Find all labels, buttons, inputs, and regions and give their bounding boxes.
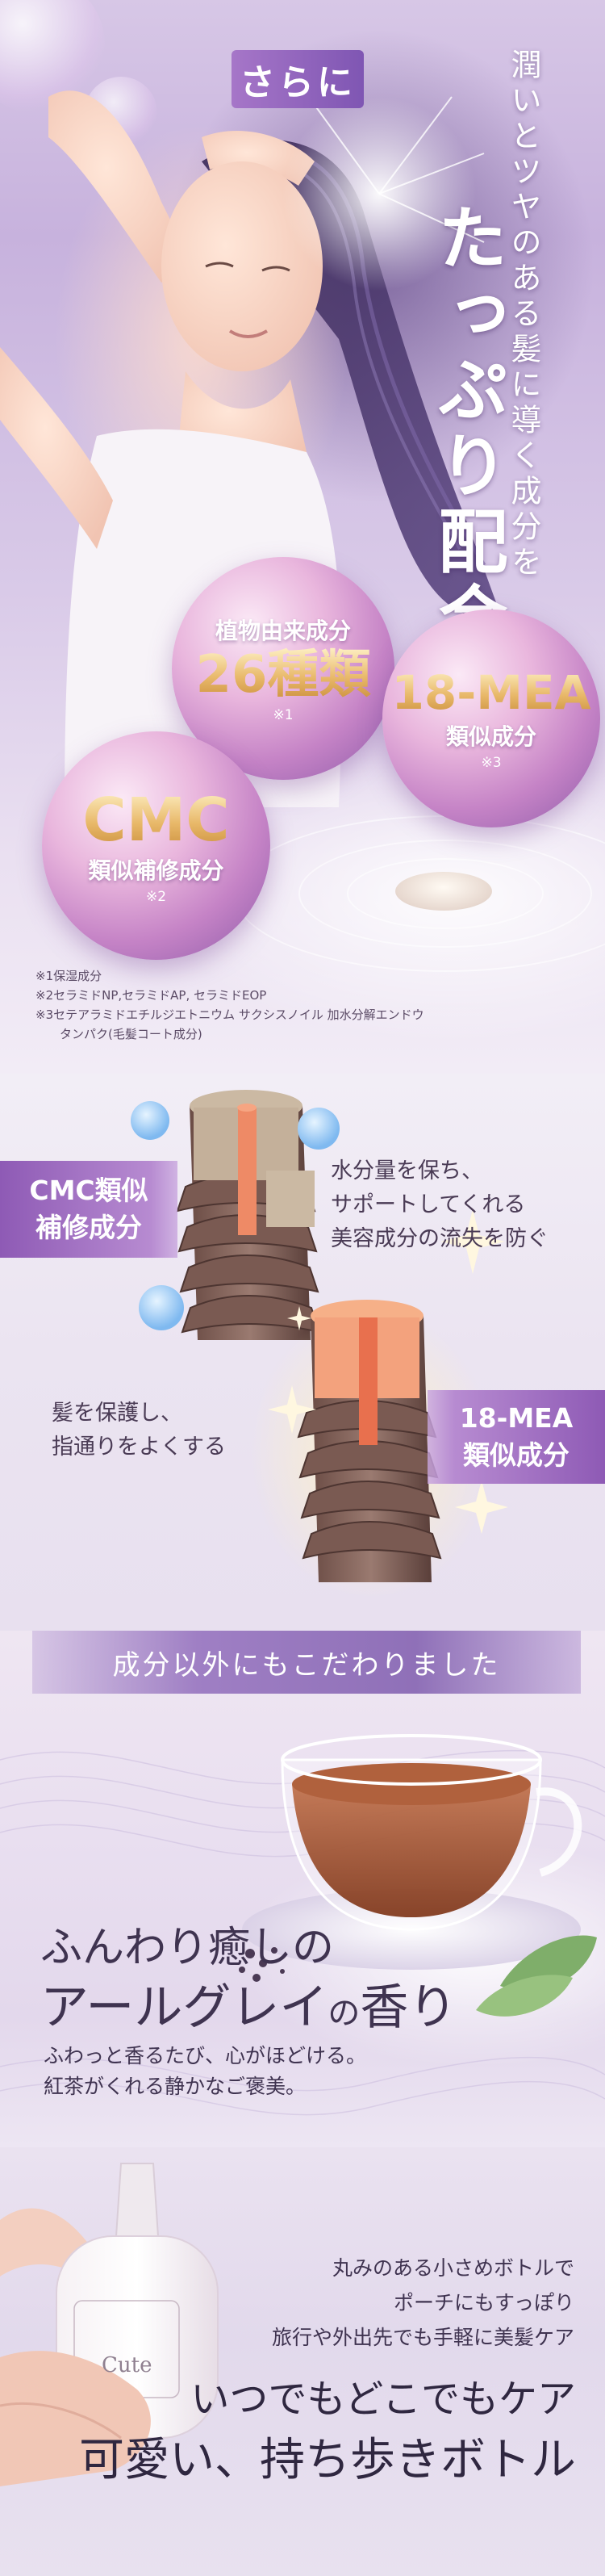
bottle-description: 丸みのある小さめボトルで ポーチにもすっぽり 旅行や外出先でも手軽に美髪ケア xyxy=(272,2251,574,2355)
cmc-description: 水分量を保ち、 サポートしてくれる 美容成分の流失を防ぐ xyxy=(331,1154,549,1256)
tea-body: ふわっと香るたび、心がほどける。 紅茶がくれる静かなご褒美。 xyxy=(44,2041,366,2102)
tag-line: 類似成分 xyxy=(463,1439,570,1471)
section-banner: 成分以外にもこだわりました xyxy=(32,1631,581,1694)
tea-cup-illustration xyxy=(239,1734,597,2017)
milk-splash xyxy=(395,872,492,911)
sarani-badge: さらに xyxy=(232,50,364,108)
body-line: 紅茶がくれる静かなご褒美。 xyxy=(44,2075,307,2098)
title-particle: の xyxy=(328,1995,361,2032)
bottle-section: Cute 丸みのある小さめボトルで ポーチにもすっぽり 旅行や外出先でも手軽に美… xyxy=(0,2147,605,2576)
mea-tag: 18-MEA 類似成分 xyxy=(428,1390,605,1484)
footnote: ※2セラミドNP,セラミドAP, セラミドEOP xyxy=(35,988,267,1003)
tea-title-line-2: アールグレイの香り xyxy=(40,1968,457,2038)
bottle-hand-illustration xyxy=(0,2163,219,2486)
ball-note: ※2 xyxy=(145,888,167,905)
ball-title: 18-MEA xyxy=(391,665,591,720)
hero-headline: たっぷり配合 xyxy=(426,202,507,657)
water-ripple xyxy=(298,840,592,948)
desc-line: 丸みのある小さめボトルで xyxy=(332,2256,574,2280)
plant-ingredients-ball: 植物由来成分 26種類 ※1 xyxy=(172,557,394,780)
hair-cross-section-illustration xyxy=(131,1090,508,1598)
water-ripple xyxy=(347,858,544,929)
title-part: アールグレイ xyxy=(40,1979,328,2036)
ball-label: 類似成分 xyxy=(445,723,536,750)
ball-title: CMC xyxy=(82,785,230,855)
body-line: ふわっと香るたび、心がほどける。 xyxy=(44,2044,367,2067)
cmc-tag: CMC類似 補修成分 xyxy=(0,1161,177,1258)
ball-count: 26種類 xyxy=(195,645,371,705)
vertical-tagline: 潤いとツヤのある髪に導く成分を xyxy=(506,48,541,581)
footnotes: ※1保湿成分 ※2セラミドNP,セラミドAP, セラミドEOP ※3セテアラミド… xyxy=(35,966,424,1044)
tag-line: CMC類似 xyxy=(29,1175,148,1206)
hero-section: さらに 潤いとツヤのある髪に導く成分を たっぷり配合 植物由来成分 26種類 ※… xyxy=(0,0,605,1074)
mea-description: 髪を保護し、 指通りをよくする xyxy=(52,1397,226,1464)
desc-line: サポートしてくれる xyxy=(331,1192,526,1217)
desc-line: 水分量を保ち、 xyxy=(331,1158,483,1183)
footnote: ※1保湿成分 xyxy=(35,969,102,983)
ball-label: 植物由来成分 xyxy=(215,618,351,644)
bottle-title-line-2: 可愛い、持ち歩きボトル xyxy=(79,2434,576,2486)
mea-ball: 18-MEA 類似成分 ※3 xyxy=(382,609,600,827)
tea-fragrance-section: 成分以外にもこだわりました ふんわり癒しの アールグレイの香り ふわっと香るたび… xyxy=(0,1631,605,2147)
desc-line: 旅行や外出先でも手軽に美髪ケア xyxy=(271,2326,574,2349)
tag-line: 補修成分 xyxy=(35,1212,142,1243)
ball-note: ※3 xyxy=(481,755,502,771)
desc-line: 髪を保護し、 xyxy=(52,1401,182,1426)
tag-line: 18-MEA xyxy=(459,1402,574,1434)
tea-title-line-1: ふんわり癒しの xyxy=(40,1924,335,1972)
bottle-title-line-1: いつでもどこでもケア xyxy=(190,2377,576,2422)
footnote: ※3セテアラミドエチルジエトニウム サクシスノイル 加水分解エンドウ xyxy=(35,1007,424,1022)
ball-label: 類似補修成分 xyxy=(88,857,224,884)
bottle-brand: Cute xyxy=(102,2353,152,2377)
desc-line: 指通りをよくする xyxy=(52,1435,226,1460)
hair-diagram-section: CMC類似 補修成分 水分量を保ち、 サポートしてくれる 美容成分の流失を防ぐ … xyxy=(0,1074,605,1631)
footnote: タンパク(毛髪コート成分) xyxy=(60,1027,202,1041)
desc-line: ポーチにもすっぽり xyxy=(393,2291,574,2314)
desc-line: 美容成分の流失を防ぐ xyxy=(331,1226,549,1251)
ball-note: ※1 xyxy=(273,707,294,723)
title-part: 香り xyxy=(360,1979,457,2036)
cmc-ball: CMC 類似補修成分 ※2 xyxy=(42,731,270,960)
